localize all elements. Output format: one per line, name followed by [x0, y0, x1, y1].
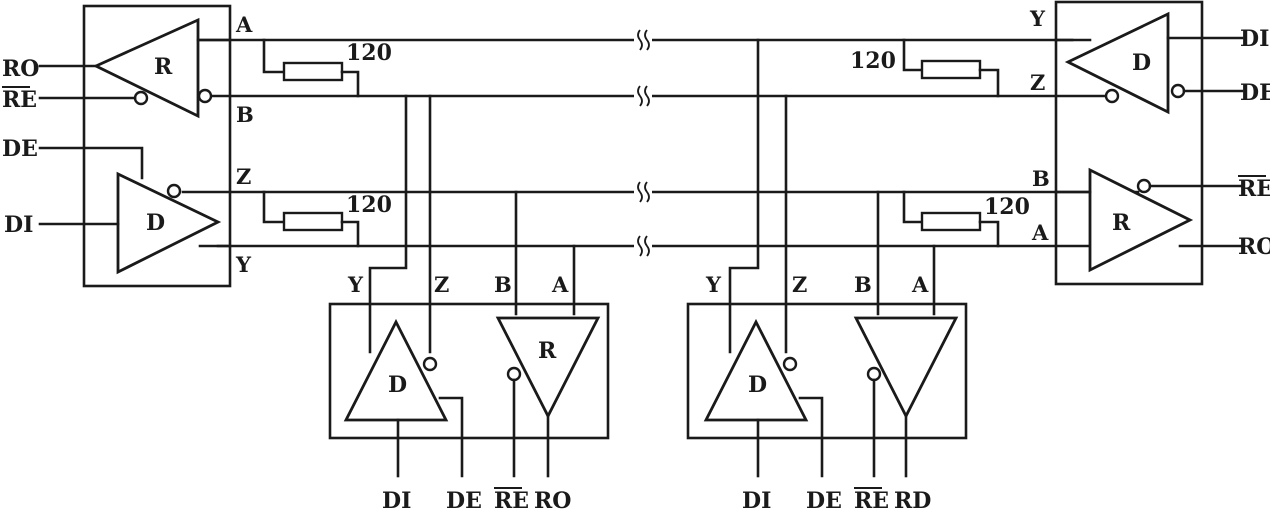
receiver-symbol: R	[1112, 210, 1131, 236]
receiver-symbol: R	[154, 54, 173, 80]
resistor-value: 120	[346, 40, 392, 66]
pin-label-de: DE	[2, 136, 38, 162]
driver-symbol: D	[146, 210, 165, 236]
inversion-bubble	[166, 183, 182, 199]
driver-triangle	[703, 318, 809, 422]
receiver-triangle	[495, 316, 601, 420]
terminal-label-b: B	[236, 102, 254, 127]
pin-label-re: RE	[1238, 176, 1270, 202]
terminal-label-a: A	[235, 12, 253, 37]
inversion-bubble	[197, 88, 213, 104]
pin-label-ro: RO	[1238, 234, 1270, 260]
transceiver-bottom-1: D R	[328, 94, 610, 478]
pin-label-di: DI	[1240, 26, 1269, 52]
driver-triangle	[343, 318, 449, 422]
resistor-value: 120	[850, 48, 896, 74]
break-mark	[637, 85, 650, 107]
termination-resistor: 120	[850, 38, 1000, 98]
terminal-label-a: A	[551, 272, 569, 297]
inversion-bubble	[422, 356, 438, 372]
receiver-triangle	[853, 316, 959, 420]
transceiver-box	[1054, 0, 1204, 286]
terminal-label-b: B	[854, 272, 872, 297]
inversion-bubble	[1170, 83, 1186, 99]
driver-symbol: D	[748, 372, 767, 398]
termination-resistor: 120	[262, 38, 392, 98]
inversion-bubble	[1104, 88, 1120, 104]
terminal-label-b: B	[494, 272, 512, 297]
pin-label-di: DI	[4, 212, 33, 238]
terminal-label-a: A	[1031, 220, 1049, 245]
pin-label-di: DI	[382, 488, 411, 514]
termination-resistor: 120	[902, 190, 1030, 248]
termination-resistor: 120	[262, 190, 392, 248]
transceiver-box	[686, 302, 968, 440]
pin-label-re: RE	[854, 488, 889, 514]
terminal-label-y: Y	[235, 252, 252, 277]
resistor-value: 120	[984, 194, 1030, 220]
inversion-bubble	[782, 356, 798, 372]
terminal-label-z: Z	[1030, 70, 1045, 95]
pin-label-de: DE	[806, 488, 842, 514]
receiver-triangle	[92, 17, 200, 119]
resistor-value: 120	[346, 192, 392, 218]
terminal-label-b: B	[1032, 166, 1050, 191]
terminal-label-a: A	[911, 272, 929, 297]
terminal-label-y: Y	[347, 272, 364, 297]
transceiver-left: R D	[38, 4, 232, 288]
terminal-label-z: Z	[434, 272, 449, 297]
receiver-symbol: R	[538, 338, 557, 364]
driver-triangle	[1064, 11, 1170, 115]
transceiver-bottom-2: D	[686, 38, 968, 478]
transceiver-right: D R	[1054, 0, 1244, 286]
transceiver-box	[82, 4, 232, 288]
break-mark	[637, 29, 650, 51]
break-mark	[637, 235, 650, 257]
transceiver-box	[328, 302, 610, 440]
pin-label-ro: RO	[2, 56, 39, 82]
terminal-label-z: Z	[792, 272, 807, 297]
pin-label-re: RE	[2, 87, 37, 113]
pin-label-rd: RD	[894, 488, 931, 514]
break-mark	[637, 181, 650, 203]
inversion-bubble	[506, 366, 522, 382]
pin-label-re: RE	[494, 488, 529, 514]
driver-symbol: D	[388, 372, 407, 398]
pin-label-de: DE	[446, 488, 482, 514]
bus-break-markers	[634, 29, 652, 257]
terminal-label-z: Z	[236, 164, 251, 189]
inversion-bubble	[133, 90, 149, 106]
inversion-bubble	[866, 366, 882, 382]
inversion-bubble	[1136, 178, 1152, 194]
terminal-label-y: Y	[705, 272, 722, 297]
pin-label-de: DE	[1240, 80, 1270, 106]
terminal-label-y: Y	[1029, 6, 1046, 31]
pin-label-ro: RO	[534, 488, 571, 514]
receiver-triangle	[1088, 167, 1194, 273]
driver-symbol: D	[1132, 50, 1151, 76]
pin-label-di: DI	[742, 488, 771, 514]
